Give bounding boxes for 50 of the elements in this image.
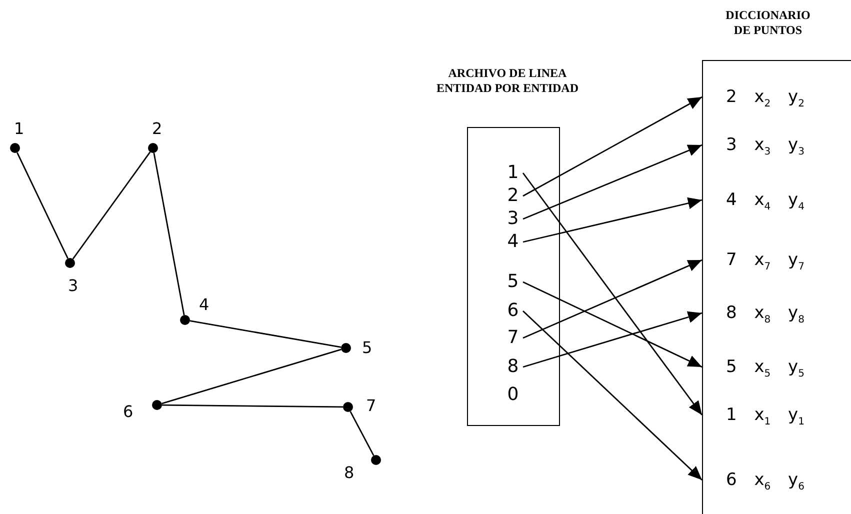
entry-number: 0	[503, 384, 523, 406]
point-number: 1	[14, 120, 24, 138]
point-record: 7 x$_{7}$ y$_{7}$	[702, 248, 830, 272]
point-record: 5 x$_{5}$ y$_{5}$	[702, 355, 830, 379]
arrow	[522, 259, 702, 339]
arrow	[522, 311, 702, 368]
point-dot	[180, 315, 190, 325]
point-number: 8	[344, 464, 354, 482]
panel-heading: ARCHIVO DE LINEA ENTIDAD POR ENTIDAD	[435, 66, 580, 96]
point-dot	[148, 143, 158, 153]
point-number: 2	[152, 120, 162, 138]
entry-number: 1	[503, 162, 523, 184]
point-number: 6	[123, 403, 134, 421]
entry-number: 2	[503, 185, 523, 207]
arrow	[522, 172, 703, 416]
entry-number: 7	[503, 327, 523, 349]
entry-number: 5	[503, 271, 523, 293]
polyline-segment	[153, 152, 185, 316]
point-dot	[341, 343, 351, 353]
polyline-segment	[162, 348, 342, 404]
point-dot	[343, 402, 353, 412]
polyline-segment	[16, 152, 68, 259]
polyline-segment	[190, 320, 342, 348]
point-number: 7	[366, 397, 376, 415]
point-dot	[371, 455, 381, 465]
arrow	[522, 144, 702, 220]
point-dot	[10, 143, 20, 153]
entry-number: 4	[503, 231, 523, 253]
entry-number: 6	[503, 300, 523, 322]
polyline-segment	[72, 152, 151, 260]
arrow	[522, 281, 702, 368]
polyline-segment	[350, 411, 374, 456]
panel-heading: DICCIONARIO DE PUNTOS	[724, 8, 812, 38]
arrow	[522, 96, 702, 197]
entry-number: 3	[503, 208, 523, 230]
polyline-segment	[162, 404, 343, 408]
point-record: 4 x$_{4}$ y$_{4}$	[702, 188, 830, 212]
point-record: 3 x$_{3}$ y$_{3}$	[702, 133, 830, 157]
point-record: 1 x$_{1}$ y$_{1}$	[702, 403, 830, 427]
entry-number: 8	[503, 356, 523, 378]
point-record: 2 x$_{2}$ y$_{2}$	[702, 85, 830, 109]
point-number: 4	[199, 296, 210, 314]
point-record: 6 x$_{6}$ y$_{6}$	[702, 468, 830, 492]
point-number: 5	[362, 339, 372, 357]
arrow	[522, 197, 702, 243]
point-record: 8 x$_{8}$ y$_{8}$	[702, 301, 830, 325]
point-number: 3	[68, 277, 78, 295]
point-dot	[152, 400, 162, 410]
arrow	[522, 310, 702, 480]
point-dot	[65, 258, 75, 268]
